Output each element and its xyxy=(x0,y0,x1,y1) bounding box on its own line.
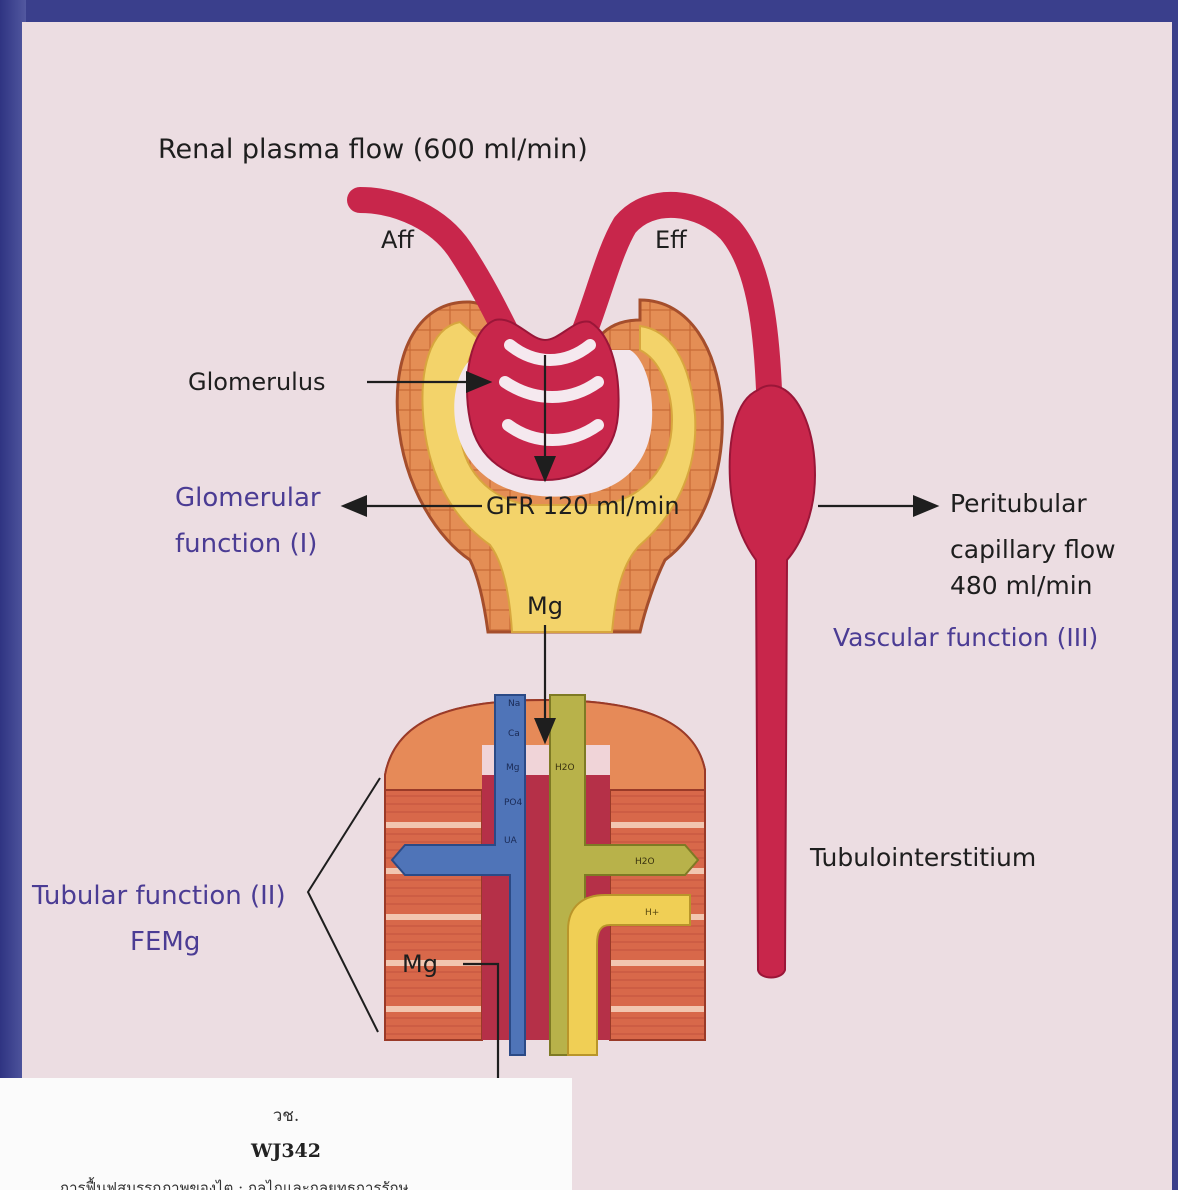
sticker-title: การฟื้นฟูสมรรถภาพของไต : กลไกและกลยุทธกา… xyxy=(60,1176,580,1190)
peritubular-label-line1: Peritubular xyxy=(950,489,1087,518)
ion-label-mg: Mg xyxy=(506,763,519,773)
peritubular-label-line2: capillary flow xyxy=(950,535,1116,564)
peritubular-label-line3: 480 ml/min xyxy=(950,571,1093,600)
sticker-call-number: WJ342 xyxy=(0,1140,572,1162)
ion-label-h2o-horizontal: H2O xyxy=(635,857,655,867)
ion-label-ca: Ca xyxy=(508,729,520,739)
mg-excreted-label: Mg xyxy=(402,950,438,978)
peritubular-capillary xyxy=(730,386,815,978)
afferent-label: Aff xyxy=(381,226,414,254)
renal-plasma-flow-label: Renal plasma flow (600 ml/min) xyxy=(158,134,588,165)
tubular-bracket xyxy=(308,778,380,1032)
library-call-number-sticker: วช. WJ342 การฟื้นฟูสมรรถภาพของไต : กลไกแ… xyxy=(0,1078,572,1190)
tubulointerstitium-label: Tubulointerstitium xyxy=(809,843,1036,872)
glomerulus-label: Glomerulus xyxy=(188,368,326,396)
efferent-label: Eff xyxy=(655,226,687,254)
sticker-line1: วช. xyxy=(0,1102,572,1129)
tubular-function-label: Tubular function (II) xyxy=(31,881,286,911)
glomerular-function-label-line2: function (I) xyxy=(175,529,317,559)
glomerular-function-label-line1: Glomerular xyxy=(175,483,321,513)
vascular-function-label: Vascular function (III) xyxy=(833,623,1098,652)
mg-filtered-label: Mg xyxy=(527,592,563,620)
ion-label-h2o-vertical: H2O xyxy=(555,763,575,773)
ion-label-na: Na xyxy=(508,699,520,709)
femg-label: FEMg xyxy=(130,927,200,957)
gfr-label: GFR 120 ml/min xyxy=(486,492,680,520)
ion-label-po4: PO4 xyxy=(504,798,523,808)
ion-label-h-plus: H+ xyxy=(645,908,659,918)
ion-label-ua: UA xyxy=(504,836,518,846)
